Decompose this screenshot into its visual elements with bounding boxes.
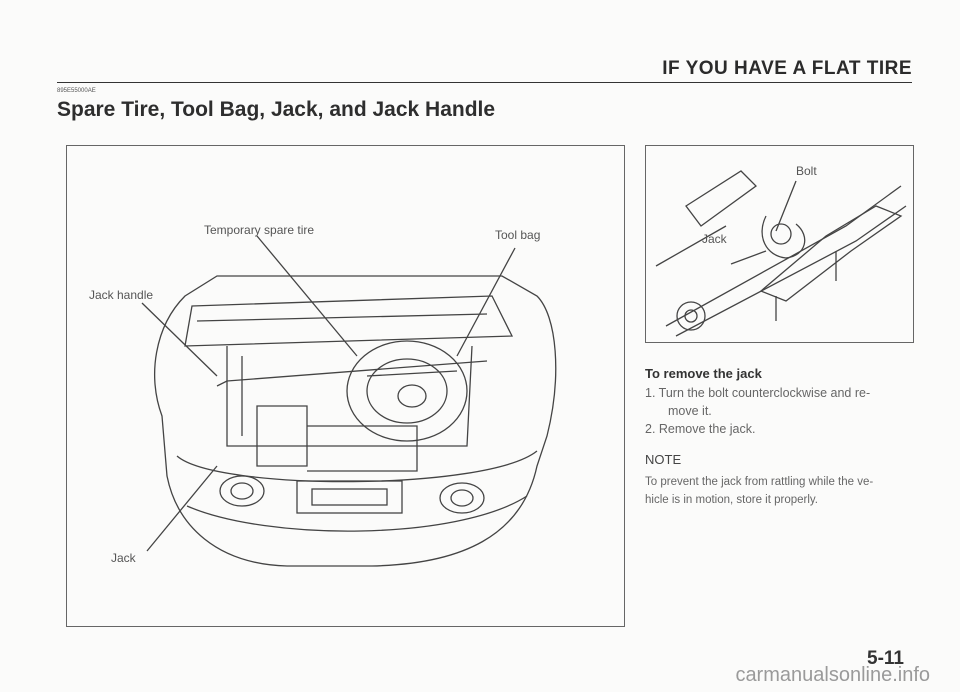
label-tool-bag: Tool bag (495, 228, 541, 242)
label-temporary-spare-tire: Temporary spare tire (204, 223, 315, 237)
watermark: carmanualsonline.info (735, 664, 930, 686)
subheading: To remove the jack (645, 366, 762, 381)
section-header: IF YOU HAVE A FLAT TIRE (662, 58, 912, 79)
trunk-illustration: Temporary spare tire Tool bag Jack handl… (66, 145, 625, 627)
note-line: hicle is in motion, store it properly. (645, 494, 818, 506)
reference-code: 895E55000AE (57, 88, 96, 94)
jack-illustration: Bolt Jack (645, 145, 914, 343)
header-rule (57, 82, 912, 83)
trunk-drawing (141, 235, 557, 567)
note-line: To prevent the jack from rattling while … (645, 476, 874, 488)
page-number: 5-11 (867, 648, 904, 669)
jack-drawing (655, 170, 907, 337)
label-jack-handle: Jack handle (89, 288, 154, 302)
label-jack: Jack (111, 551, 136, 565)
label-jack-detail: Jack (702, 232, 727, 246)
step-line: 2. Remove the jack. (645, 422, 756, 436)
step-line: 1. Turn the bolt counterclockwise and re… (645, 386, 871, 400)
label-bolt: Bolt (796, 164, 817, 178)
step-line: move it. (668, 404, 712, 418)
page-title: Spare Tire, Tool Bag, Jack, and Jack Han… (57, 98, 496, 121)
note-text: To prevent the jack from rattling while … (645, 473, 920, 509)
note-heading: NOTE (645, 452, 682, 467)
